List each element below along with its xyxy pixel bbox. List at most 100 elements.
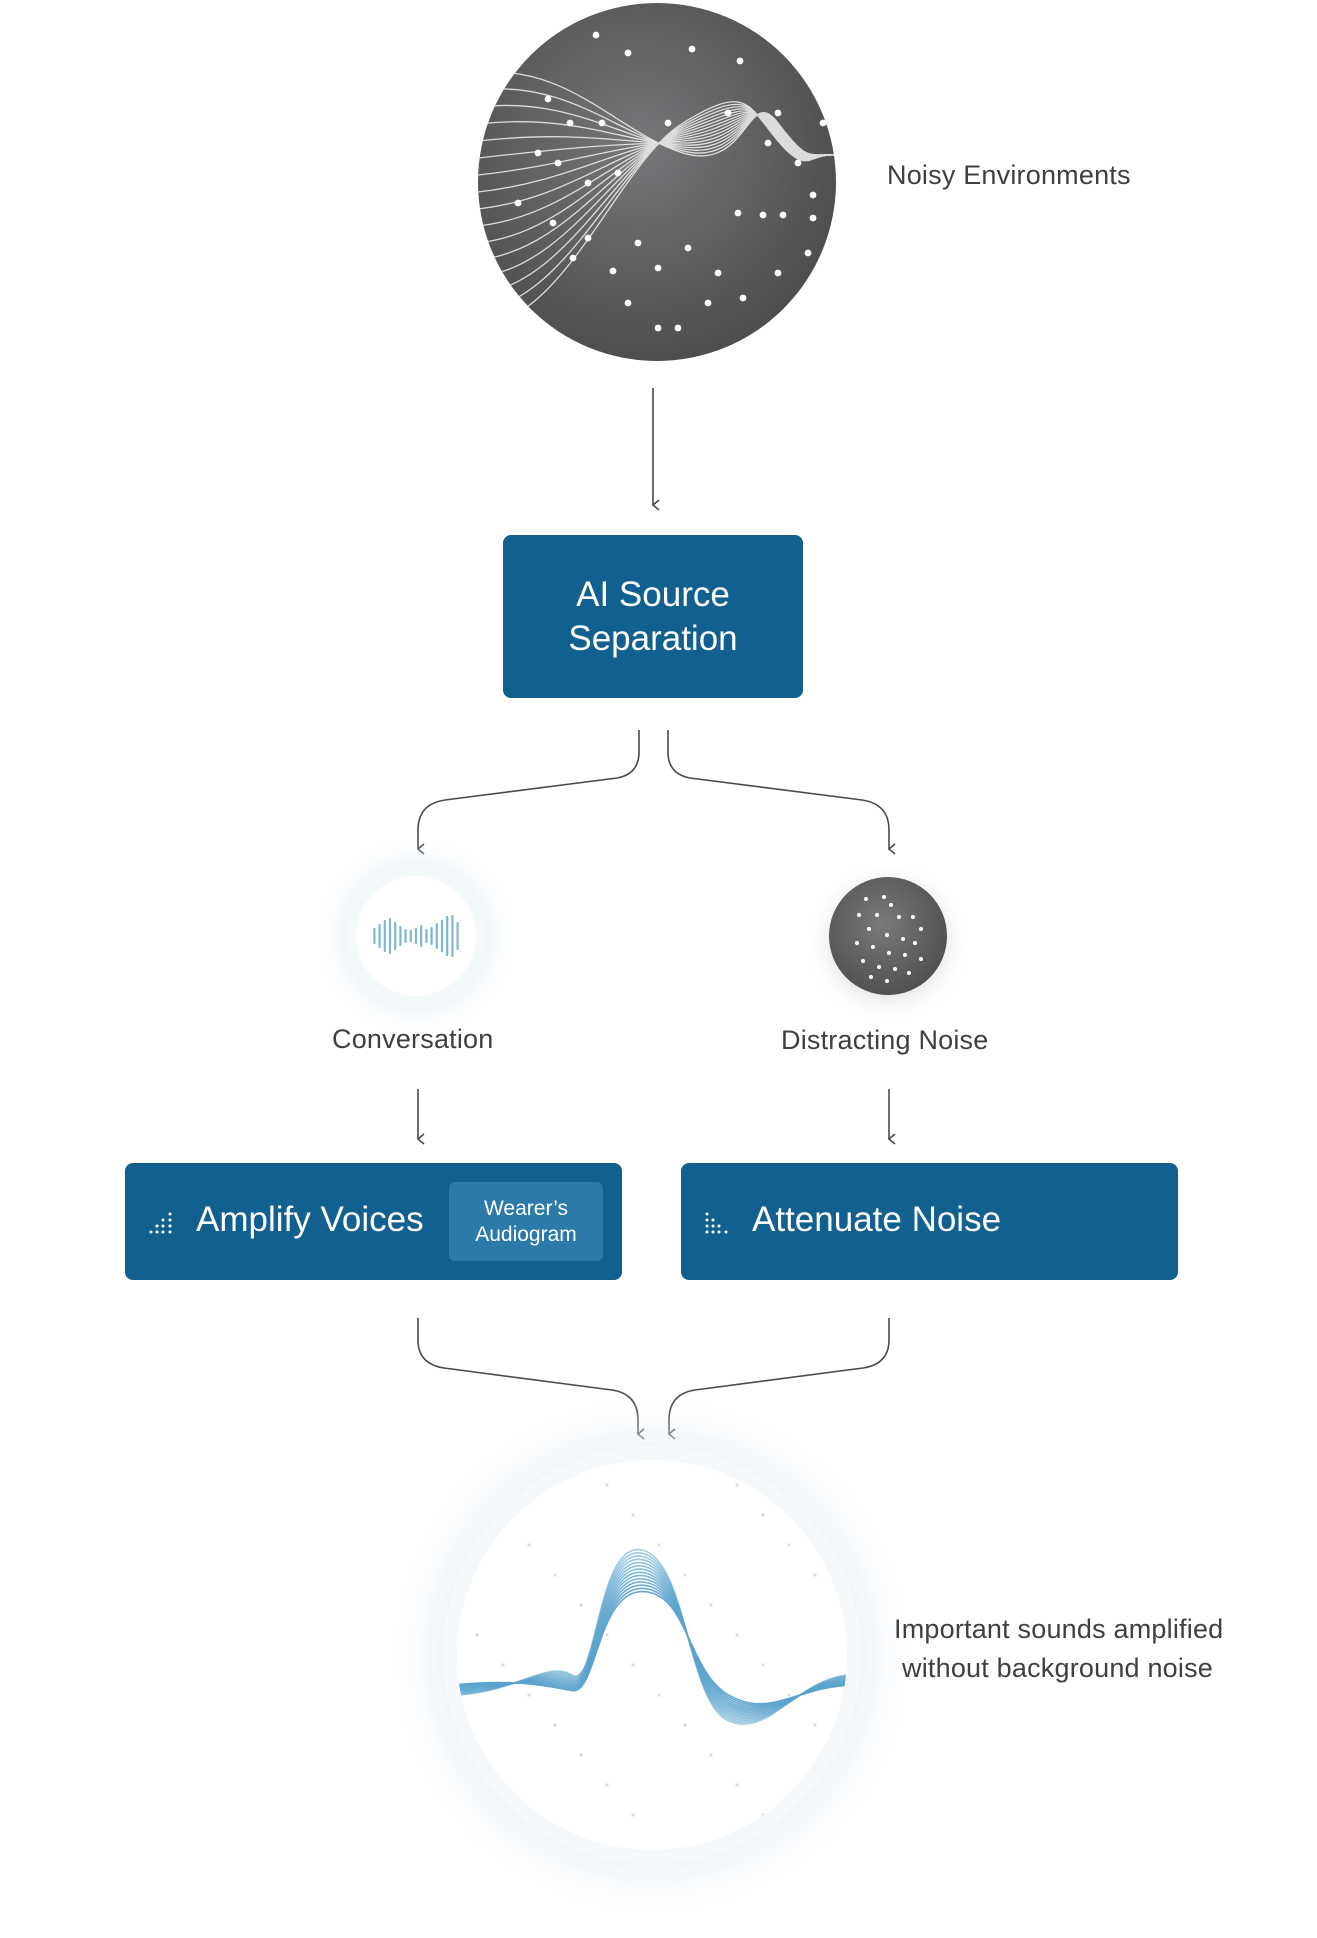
noise-dot <box>545 96 552 103</box>
result-circle <box>457 1460 847 1850</box>
amplify-voices-label: Amplify Voices <box>196 1200 424 1240</box>
faint-dot <box>787 1543 790 1546</box>
faint-dot <box>735 1483 738 1486</box>
noise-dot <box>655 265 662 272</box>
noise-dot <box>599 120 606 127</box>
distracting-noise-circle <box>829 877 947 995</box>
arrow-amplify-to-result <box>418 1318 638 1434</box>
noise-dot <box>907 971 911 975</box>
amplify-voices-box: Amplify Voices Wearer’s Audiogram <box>125 1163 622 1280</box>
noise-dot <box>901 937 905 941</box>
chip-line-1: Wearer’s <box>484 1196 568 1222</box>
distracting-noise-label: Distracting Noise <box>781 1025 988 1056</box>
faint-dot <box>553 1573 556 1576</box>
result-label-line-1: Important sounds amplified <box>894 1614 1223 1645</box>
noise-dot <box>919 957 923 961</box>
noisy-environments-label: Noisy Environments <box>887 160 1131 191</box>
faint-dot <box>657 1543 660 1546</box>
faint-dot <box>813 1573 816 1576</box>
noise-dot <box>855 941 859 945</box>
noise-dot <box>675 325 682 332</box>
faint-dot <box>631 1513 634 1516</box>
noise-dots-circle-icon <box>829 877 947 995</box>
noise-dot <box>889 903 893 907</box>
noise-dot <box>780 212 787 219</box>
faint-dot <box>709 1603 712 1606</box>
faint-dot <box>631 1813 634 1816</box>
faint-dot <box>553 1723 556 1726</box>
noise-dot <box>857 913 861 917</box>
noise-dot <box>869 975 873 979</box>
faint-dot <box>813 1723 816 1726</box>
faint-dot <box>605 1483 608 1486</box>
noise-dot <box>737 58 744 65</box>
noise-dot <box>805 250 812 257</box>
noise-dot <box>740 295 747 302</box>
arrow-attenuate-to-result <box>669 1318 889 1434</box>
noise-dot <box>760 212 767 219</box>
noise-dot <box>567 120 574 127</box>
noise-dot <box>765 140 772 147</box>
noise-dot <box>515 200 522 207</box>
descending-dots-icon <box>704 1207 734 1237</box>
result-wave-line <box>457 1588 847 1705</box>
noise-dot <box>810 192 817 199</box>
faint-dot <box>501 1663 504 1666</box>
faint-dot <box>631 1663 634 1666</box>
noise-dot <box>585 235 592 242</box>
noise-dot <box>593 32 600 39</box>
noise-dot <box>625 50 632 57</box>
ai-source-separation-box: AI Source Separation <box>503 535 803 698</box>
noise-dot <box>725 110 732 117</box>
noise-dot <box>615 170 622 177</box>
noise-dot <box>871 945 875 949</box>
faint-dot <box>761 1663 764 1666</box>
conversation-label: Conversation <box>332 1024 494 1055</box>
noise-dot <box>655 325 662 332</box>
noise-dot <box>685 245 692 252</box>
noise-wave-circle-icon <box>478 3 836 361</box>
result-label-line-2: without background noise <box>902 1653 1213 1684</box>
faint-dot <box>475 1483 478 1486</box>
noise-dot <box>885 979 889 983</box>
noise-dot <box>585 180 592 187</box>
noise-dot <box>903 953 907 957</box>
result-wave-line <box>457 1585 847 1706</box>
attenuate-noise-box: Attenuate Noise <box>681 1163 1178 1280</box>
noise-dot <box>893 967 897 971</box>
noise-dot <box>882 895 886 899</box>
faint-dot <box>527 1543 530 1546</box>
noise-dot <box>795 160 802 167</box>
faint-dot <box>683 1573 686 1576</box>
chip-line-2: Audiogram <box>475 1222 577 1248</box>
result-wave-line <box>457 1582 847 1708</box>
faint-dot <box>475 1783 478 1786</box>
noise-dot <box>887 951 891 955</box>
noise-dot <box>897 915 901 919</box>
noisy-environment-circle <box>478 3 836 361</box>
faint-dot <box>501 1513 504 1516</box>
noise-dot <box>885 933 889 937</box>
noise-dot <box>570 255 577 262</box>
faint-dot <box>475 1633 478 1636</box>
faint-dot <box>761 1513 764 1516</box>
noise-dot <box>775 270 782 277</box>
noise-dot <box>867 927 871 931</box>
noise-dot <box>864 897 868 901</box>
clean-wave-circle-icon <box>457 1460 847 1850</box>
noise-dot <box>715 270 722 277</box>
noise-dot <box>877 965 881 969</box>
noise-dot <box>535 150 542 157</box>
faint-dot <box>709 1753 712 1756</box>
faint-dot <box>787 1693 790 1696</box>
noise-dot <box>555 160 562 167</box>
noise-dot <box>875 913 879 917</box>
noise-dot <box>919 927 923 931</box>
noise-dot <box>635 240 642 247</box>
result-wave-line <box>457 1592 847 1704</box>
attenuate-noise-label: Attenuate Noise <box>752 1200 1001 1240</box>
arrow-separation-to-noise <box>668 730 889 849</box>
faint-dot <box>527 1693 530 1696</box>
faint-dot <box>735 1633 738 1636</box>
faint-dot <box>657 1693 660 1696</box>
